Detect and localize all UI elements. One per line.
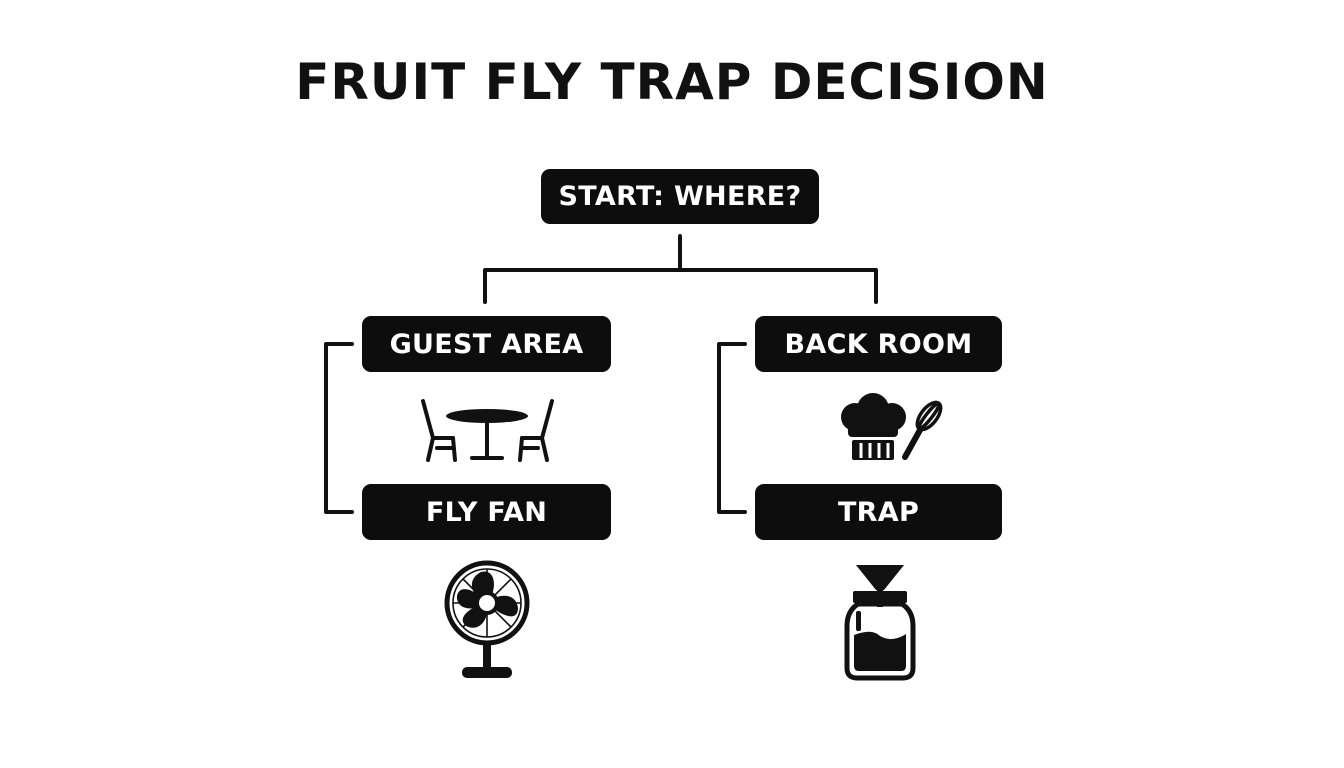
- start-node: START: WHERE?: [541, 169, 819, 224]
- diagram-title: FRUIT FLY TRAP DECISION: [295, 53, 1049, 111]
- connector-branch-bar: [483, 268, 878, 304]
- guest-area-node: GUEST AREA: [362, 316, 611, 372]
- connector-guest-to-fan: [324, 342, 354, 514]
- back-room-node: BACK ROOM: [755, 316, 1002, 372]
- trap-node: TRAP: [755, 484, 1002, 540]
- fly-fan-node: FLY FAN: [362, 484, 611, 540]
- connector-back-to-trap: [717, 342, 747, 514]
